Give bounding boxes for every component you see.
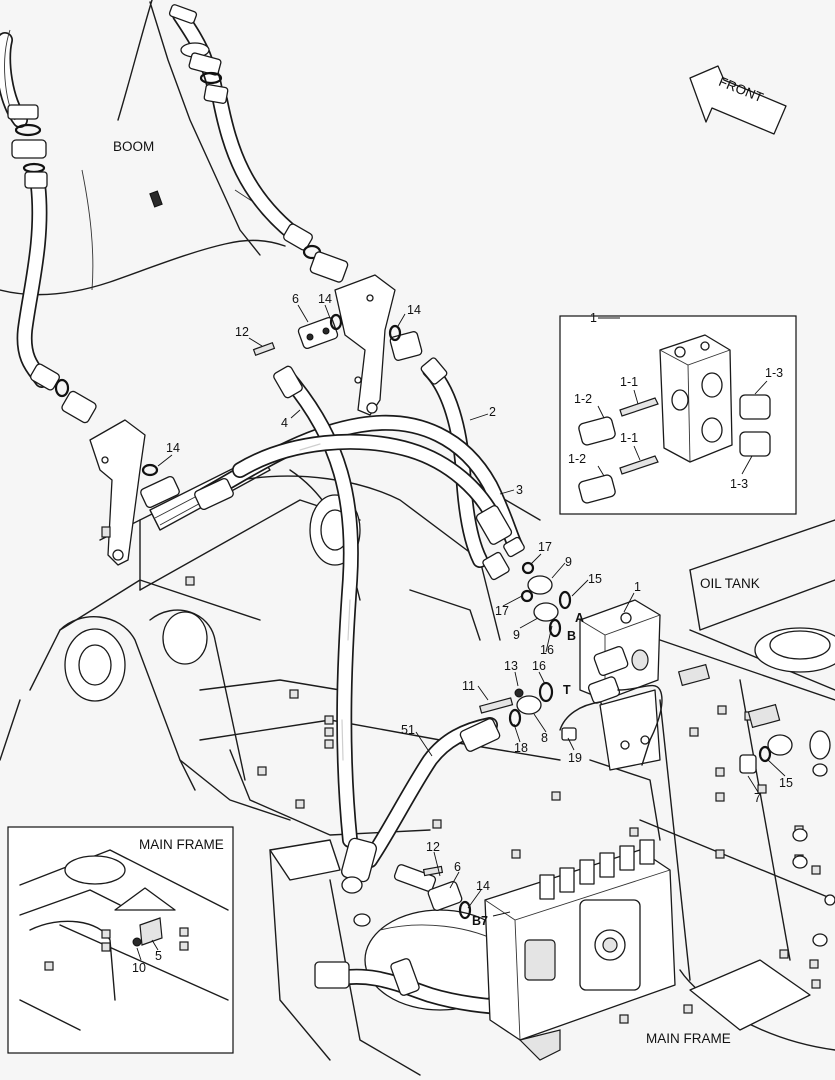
- port-b: B: [567, 629, 576, 643]
- port-a: A: [575, 611, 584, 625]
- callout-14c: 14: [166, 441, 180, 455]
- callout-13: 13: [504, 659, 518, 673]
- mainframe-inset: [7, 826, 234, 1054]
- frame-structure: [0, 439, 835, 1076]
- callout-15a: 15: [588, 572, 602, 586]
- callout-12b: 12: [426, 840, 440, 854]
- callout-4: 4: [281, 416, 288, 430]
- port-b7: B7: [472, 914, 488, 928]
- callout-51: 51: [401, 723, 415, 737]
- callout-16a: 16: [540, 643, 554, 657]
- front-arrow: [689, 65, 787, 135]
- callout-14a: 14: [318, 292, 332, 306]
- callout-12a: 12: [235, 325, 249, 339]
- callout-19: 19: [568, 751, 582, 765]
- callout-17a: 17: [538, 540, 552, 554]
- boom-fittings: [7, 4, 349, 424]
- label-inset-main-frame: MAIN FRAME: [139, 837, 224, 852]
- boom-bracket-small: [149, 190, 163, 208]
- detail-callout-1-3b: 1-3: [730, 477, 748, 491]
- callout-14d: 14: [476, 879, 490, 893]
- valve-block: [479, 561, 772, 774]
- detail-callout-1-1a: 1-1: [620, 375, 638, 389]
- label-main-frame: MAIN FRAME: [646, 1031, 731, 1046]
- callout-15b: 15: [779, 776, 793, 790]
- callout-17b: 17: [495, 604, 509, 618]
- callout-1: 1: [634, 580, 641, 594]
- callout-5: 5: [155, 949, 162, 963]
- callout-9a: 9: [565, 555, 572, 569]
- callout-16b: 16: [532, 659, 546, 673]
- port-t: T: [563, 683, 571, 697]
- label-boom: BOOM: [113, 139, 154, 154]
- callout-6: 6: [292, 292, 299, 306]
- callout-14b: 14: [407, 303, 421, 317]
- control-valve: [484, 839, 676, 1061]
- callout-3: 3: [516, 483, 523, 497]
- frame-bolts: [185, 576, 835, 1024]
- main-hoses: [197, 362, 618, 1016]
- callout-10: 10: [132, 961, 146, 975]
- callout-6b: 6: [454, 860, 461, 874]
- detail-callout-1-1b: 1-1: [620, 431, 638, 445]
- callout-11: 11: [462, 679, 475, 693]
- boom-hoses: [0, 7, 303, 388]
- detail-inset: [559, 315, 797, 515]
- flange-clamps: [140, 313, 472, 920]
- hose-brackets: [89, 274, 396, 566]
- label-oil-tank: OIL TANK: [700, 576, 760, 591]
- detail-callout-1: 1: [590, 311, 597, 325]
- callout-8: 8: [541, 731, 548, 745]
- detail-callout-1-2b: 1-2: [568, 452, 586, 466]
- leader-lines: [157, 304, 786, 917]
- callout-2: 2: [489, 405, 496, 419]
- detail-callout-1-3a: 1-3: [765, 366, 783, 380]
- callout-9b: 9: [513, 628, 520, 642]
- detail-callout-1-2a: 1-2: [574, 392, 592, 406]
- callout-7: 7: [754, 791, 761, 805]
- callout-18: 18: [514, 741, 528, 755]
